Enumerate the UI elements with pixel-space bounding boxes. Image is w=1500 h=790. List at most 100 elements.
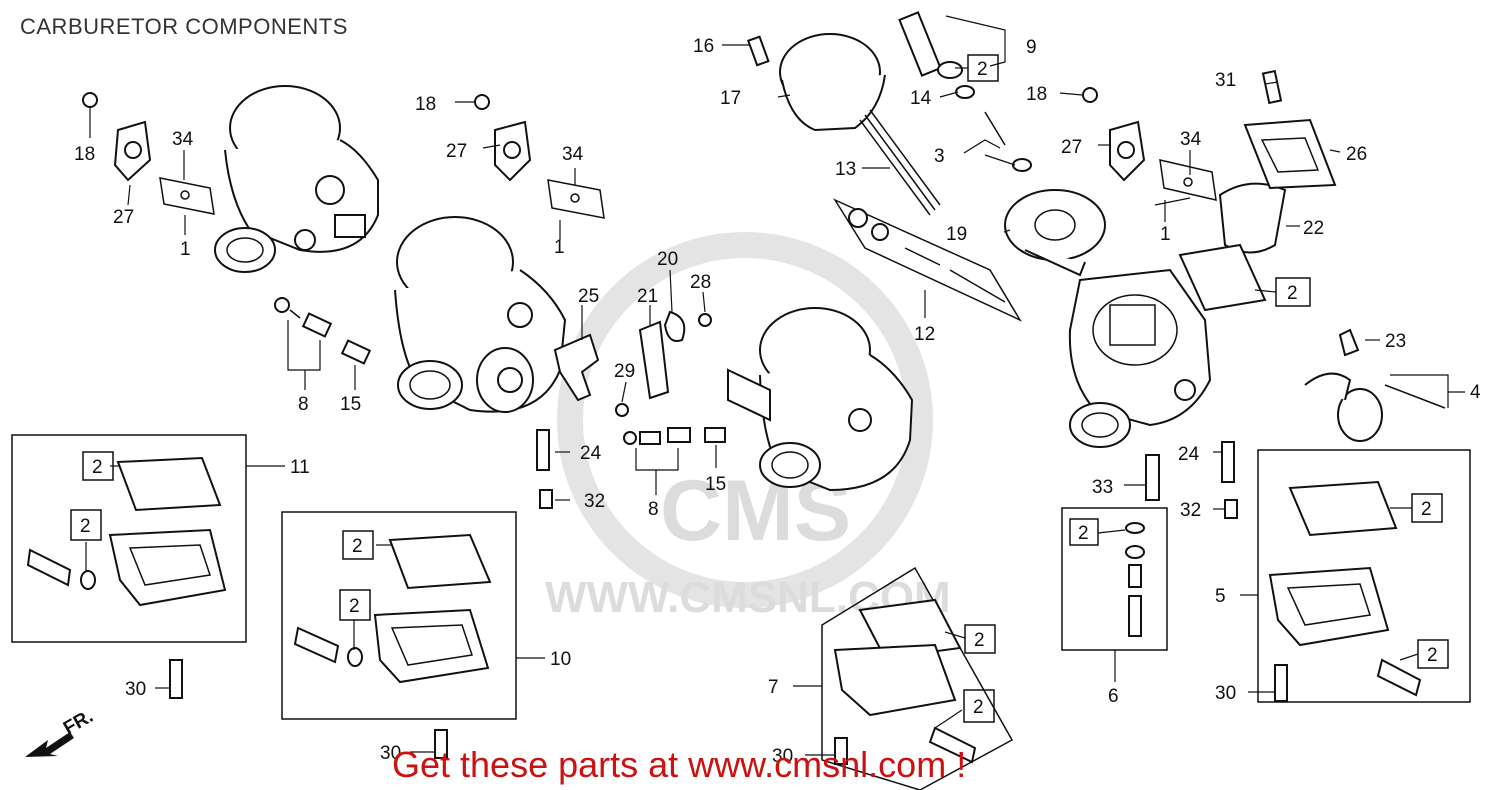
bolt-30-d [1274, 664, 1288, 702]
callout-11: 11 [290, 457, 310, 478]
bolt-30-b [434, 729, 448, 759]
callout-5: 5 [1215, 586, 1226, 607]
link-plate-21 [638, 320, 670, 400]
svg-text:2: 2 [977, 59, 988, 80]
callout-17: 17 [720, 88, 741, 109]
callout-7: 7 [768, 677, 779, 698]
callout-13: 13 [835, 159, 856, 180]
carburetor-body-center [394, 216, 567, 413]
direction-label: FR. [60, 706, 97, 739]
svg-text:2: 2 [973, 697, 984, 718]
bolt-18-a [82, 92, 98, 108]
spring-13 [859, 109, 941, 216]
svg-text:2: 2 [1287, 283, 1298, 304]
callout-30: 30 [380, 743, 401, 764]
callout-34: 34 [562, 144, 584, 165]
callout-32: 32 [1180, 500, 1201, 521]
box-2-11b: 2 [70, 509, 102, 541]
svg-text:2: 2 [974, 630, 985, 651]
callout-4: 4 [1470, 382, 1481, 403]
box-2-9: 2 [967, 54, 999, 82]
front-direction-arrow: FR. [25, 706, 97, 757]
plate-26 [1243, 118, 1337, 190]
float-chamber-set-11 [11, 434, 247, 643]
drain-screw-24-left [536, 429, 550, 471]
throttle-link-right [1109, 120, 1146, 182]
gasket-plate-1c [1159, 159, 1217, 201]
callout-8: 8 [648, 499, 659, 520]
svg-text:2: 2 [1421, 499, 1432, 520]
callout-27: 27 [113, 207, 134, 228]
callout-14: 14 [910, 88, 932, 109]
callout-30: 30 [772, 746, 793, 767]
callout-6: 6 [1108, 686, 1119, 707]
float-chamber-set-5 [1257, 449, 1471, 703]
screw-29 [615, 403, 629, 417]
spring-15-left [340, 339, 372, 365]
carburetor-body-middle [727, 307, 914, 492]
box-2-6: 2 [1069, 518, 1099, 546]
callout-25: 25 [578, 286, 599, 307]
carburetor-body-top-left [214, 85, 379, 273]
box-2-5b: 2 [1417, 639, 1449, 669]
callout-24: 24 [580, 443, 602, 464]
callout-15: 15 [705, 474, 726, 495]
svg-text:2: 2 [80, 516, 91, 537]
svg-text:2: 2 [1427, 645, 1438, 666]
screw-28 [698, 313, 712, 327]
boxed-callouts-2: 2 2 2 2 2 2 2 2 2 2 2 [70, 54, 1449, 723]
callout-labels: 18 34 27 1 18 27 34 1 16 17 9 14 3 13 19… [74, 36, 1481, 767]
plug-32-left [539, 489, 553, 509]
callout-24: 24 [1178, 444, 1200, 465]
callout-8: 8 [298, 394, 309, 415]
promo-banner[interactable]: Get these parts at www.cmsnl.com ! [392, 744, 967, 785]
callout-1: 1 [180, 239, 191, 260]
throttle-link-center [494, 120, 532, 182]
callout-10: 10 [550, 649, 571, 670]
callout-28: 28 [690, 272, 711, 293]
bolt-30-c [834, 737, 848, 765]
callout-1: 1 [554, 237, 565, 258]
callout-20: 20 [657, 249, 678, 270]
drain-screw-24-right [1221, 441, 1235, 483]
page-title: CARBURETOR COMPONENTS [20, 14, 348, 39]
callout-30: 30 [125, 679, 146, 700]
starter-valve-4 [1304, 372, 1446, 442]
callout-3: 3 [934, 146, 945, 167]
callout-31: 31 [1215, 70, 1236, 91]
screw-16 [746, 35, 770, 67]
callout-19: 19 [946, 224, 967, 245]
callout-34: 34 [1180, 129, 1202, 150]
float-chamber-set-7 [821, 566, 1014, 790]
callout-12: 12 [914, 324, 935, 345]
fitting-23 [1338, 328, 1360, 357]
gasket-plate-1a [159, 177, 215, 215]
callout-27: 27 [446, 141, 467, 162]
box-2-5a: 2 [1411, 493, 1443, 523]
callout-18: 18 [1026, 84, 1047, 105]
spring-15-center [704, 427, 726, 443]
callout-34: 34 [172, 129, 194, 150]
float-chamber-set-10 [281, 511, 517, 720]
spring-set-8-left [274, 297, 333, 338]
callout-32: 32 [584, 491, 605, 512]
callout-15: 15 [340, 394, 361, 415]
bolt-30-a [169, 659, 183, 699]
callout-30: 30 [1215, 683, 1236, 704]
svg-text:2: 2 [352, 536, 363, 557]
box-2-10a: 2 [342, 530, 374, 560]
box-2-10b: 2 [339, 589, 371, 621]
carburetor-body-right [1068, 268, 1212, 448]
callout-1: 1 [1160, 224, 1171, 245]
svg-text:2: 2 [1078, 523, 1089, 544]
callout-23: 23 [1385, 331, 1406, 352]
air-joint-9 [898, 11, 963, 79]
callout-33: 33 [1092, 477, 1113, 498]
cover-22 [1218, 182, 1287, 254]
chamber-cover-17 [779, 33, 886, 132]
bolt-18-c [1082, 87, 1098, 103]
callout-27: 27 [1061, 137, 1082, 158]
jet-needle-3 [984, 111, 1032, 172]
callout-21: 21 [637, 286, 658, 307]
